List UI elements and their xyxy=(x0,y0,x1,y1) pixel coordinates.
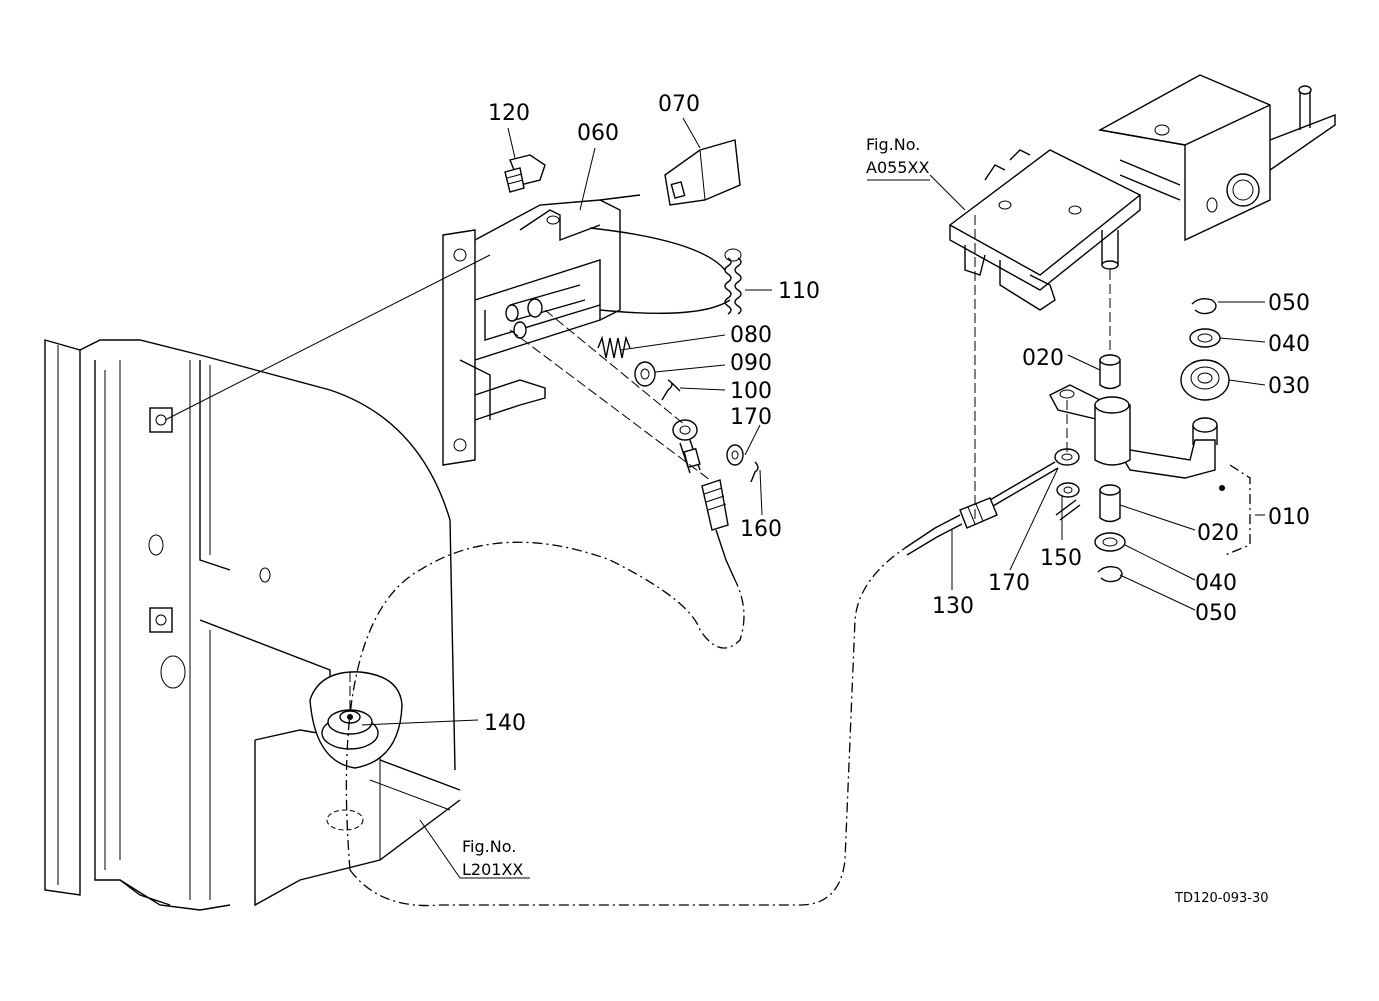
label-160: 160 xyxy=(740,517,782,542)
cable-end-upper xyxy=(672,419,759,581)
fig-ref-l201-line1: Fig.No. xyxy=(462,837,516,856)
cable-end-lower xyxy=(904,448,1081,556)
bolt-120-shape xyxy=(504,154,546,193)
clip-050-bottom xyxy=(1097,565,1123,583)
lever-010-shape xyxy=(1049,384,1225,491)
label-150: 150 xyxy=(1040,546,1082,571)
bushing-020-bottom xyxy=(1099,484,1121,523)
label-070: 070 xyxy=(658,92,700,117)
side-panel-frame xyxy=(44,339,461,911)
bushing-020-top xyxy=(1099,354,1121,390)
washer-090-shape xyxy=(634,361,656,387)
label-030: 030 xyxy=(1268,374,1310,399)
label-010: 010 xyxy=(1268,505,1310,530)
bearing-030-shape xyxy=(1180,359,1230,401)
spring-080-shape xyxy=(597,335,631,359)
bracket-060-shape xyxy=(442,194,731,466)
label-140: 140 xyxy=(484,711,526,736)
fig-ref-a055-line2: A055XX xyxy=(866,158,929,177)
label-170-upper: 170 xyxy=(730,405,772,430)
label-120: 120 xyxy=(488,101,530,126)
cable-130-path xyxy=(345,541,906,907)
fig-ref-l201-line2: L201XX xyxy=(462,860,523,879)
washer-040-bottom xyxy=(1094,532,1126,552)
label-110: 110 xyxy=(778,279,820,304)
label-020-bottom: 020 xyxy=(1197,521,1239,546)
label-050-top: 050 xyxy=(1268,291,1310,316)
group-bracket-010 xyxy=(1224,464,1251,556)
label-130: 130 xyxy=(932,594,974,619)
clip-050-top xyxy=(1191,297,1217,315)
washer-040-top xyxy=(1189,328,1221,348)
grommet-140-shape xyxy=(309,671,403,769)
label-090: 090 xyxy=(730,351,772,376)
label-050-bottom: 050 xyxy=(1195,601,1237,626)
knob-070-shape xyxy=(664,139,741,206)
leader-lines xyxy=(164,117,1266,879)
pin-100-shape xyxy=(661,379,681,401)
label-020-top: 020 xyxy=(1022,346,1064,371)
label-100: 100 xyxy=(730,379,772,404)
label-060: 060 xyxy=(577,121,619,146)
fig-ref-a055-line1: Fig.No. xyxy=(866,135,920,154)
drawing-code: TD120-093-30 xyxy=(1174,891,1269,906)
label-080: 080 xyxy=(730,323,772,348)
label-040-top: 040 xyxy=(1268,332,1310,357)
label-170-lower: 170 xyxy=(988,571,1030,596)
label-040-bottom: 040 xyxy=(1195,571,1237,596)
pedal-bracket-assembly xyxy=(948,74,1336,311)
spring-110-shape xyxy=(724,248,742,315)
